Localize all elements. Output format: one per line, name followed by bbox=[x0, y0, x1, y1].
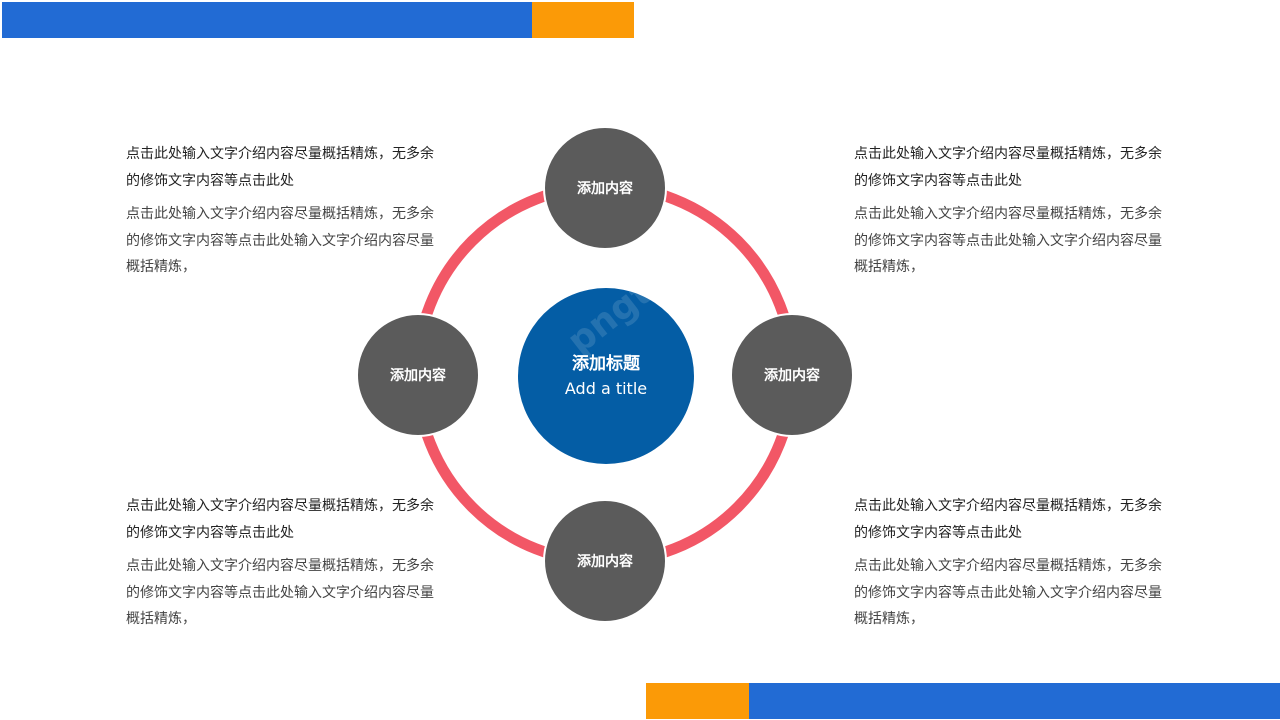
top-blue-bar bbox=[2, 2, 532, 38]
node-bottom-label: 添加内容 bbox=[577, 554, 633, 570]
node-top[interactable]: 添加内容 bbox=[543, 126, 667, 250]
text-lead: 点击此处输入文字介绍内容尽量概括精炼，无多余的修饰文字内容等点击此处 bbox=[854, 498, 1162, 541]
node-left[interactable]: 添加内容 bbox=[356, 313, 480, 437]
text-body: 点击此处输入文字介绍内容尽量概括精炼，无多余的修饰文字内容等点击此处输入文字介绍… bbox=[854, 206, 1162, 275]
text-lead: 点击此处输入文字介绍内容尽量概括精炼，无多余的修饰文字内容等点击此处 bbox=[854, 146, 1162, 189]
text-lead: 点击此处输入文字介绍内容尽量概括精炼，无多余的修饰文字内容等点击此处 bbox=[126, 498, 434, 541]
node-right[interactable]: 添加内容 bbox=[730, 313, 854, 437]
node-bottom[interactable]: 添加内容 bbox=[543, 499, 667, 623]
center-title: 添加标题 bbox=[572, 354, 640, 374]
node-right-label: 添加内容 bbox=[764, 368, 820, 384]
text-body: 点击此处输入文字介绍内容尽量概括精炼，无多余的修饰文字内容等点击此处输入文字介绍… bbox=[126, 558, 434, 627]
node-top-label: 添加内容 bbox=[577, 181, 633, 197]
text-block-bottom-right[interactable]: 点击此处输入文字介绍内容尽量概括精炼，无多余的修饰文字内容等点击此处 点击此处输… bbox=[854, 493, 1164, 633]
text-block-top-right[interactable]: 点击此处输入文字介绍内容尽量概括精炼，无多余的修饰文字内容等点击此处 点击此处输… bbox=[854, 141, 1164, 281]
text-block-top-left[interactable]: 点击此处输入文字介绍内容尽量概括精炼，无多余的修饰文字内容等点击此处 点击此处输… bbox=[126, 141, 436, 281]
center-title-circle[interactable]: 添加标题 Add a title bbox=[518, 288, 694, 464]
bottom-orange-bar bbox=[646, 683, 749, 719]
center-subtitle: Add a title bbox=[564, 379, 648, 398]
text-body: 点击此处输入文字介绍内容尽量概括精炼，无多余的修饰文字内容等点击此处输入文字介绍… bbox=[854, 558, 1162, 627]
text-body: 点击此处输入文字介绍内容尽量概括精炼，无多余的修饰文字内容等点击此处输入文字介绍… bbox=[126, 206, 434, 275]
text-block-bottom-left[interactable]: 点击此处输入文字介绍内容尽量概括精炼，无多余的修饰文字内容等点击此处 点击此处输… bbox=[126, 493, 436, 633]
top-orange-bar bbox=[532, 2, 634, 38]
bottom-blue-bar bbox=[749, 683, 1280, 719]
node-left-label: 添加内容 bbox=[390, 368, 446, 384]
text-lead: 点击此处输入文字介绍内容尽量概括精炼，无多余的修饰文字内容等点击此处 bbox=[126, 146, 434, 189]
